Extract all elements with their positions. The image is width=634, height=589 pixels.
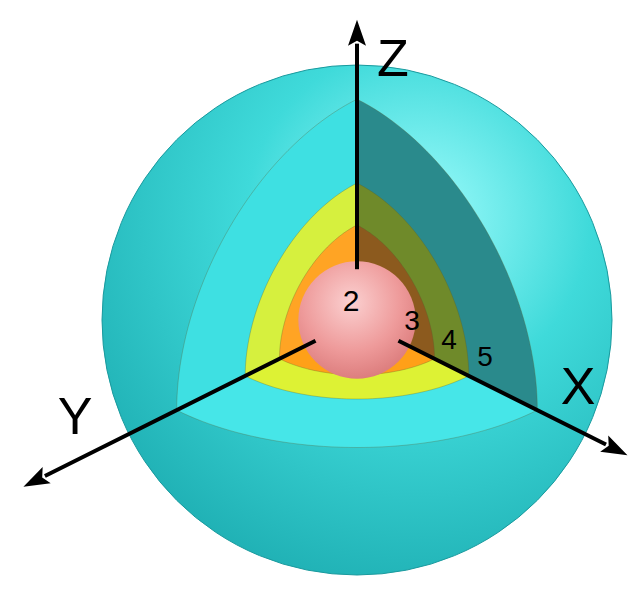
axis-label: Y	[58, 390, 93, 442]
axis-line	[355, 44, 359, 270]
axis-label: Z	[377, 32, 409, 84]
axis-label: X	[561, 360, 596, 412]
layer-number: 2	[343, 286, 360, 316]
axis-arrowhead	[600, 436, 627, 456]
layer-number: 5	[477, 343, 493, 371]
axis-line	[398, 341, 606, 445]
axis-line	[45, 341, 316, 476]
layer-number: 3	[404, 307, 420, 335]
axis-arrowhead	[23, 467, 50, 487]
inner-core	[298, 261, 415, 378]
axis-arrowhead	[348, 20, 366, 46]
layer-number: 4	[441, 326, 457, 354]
